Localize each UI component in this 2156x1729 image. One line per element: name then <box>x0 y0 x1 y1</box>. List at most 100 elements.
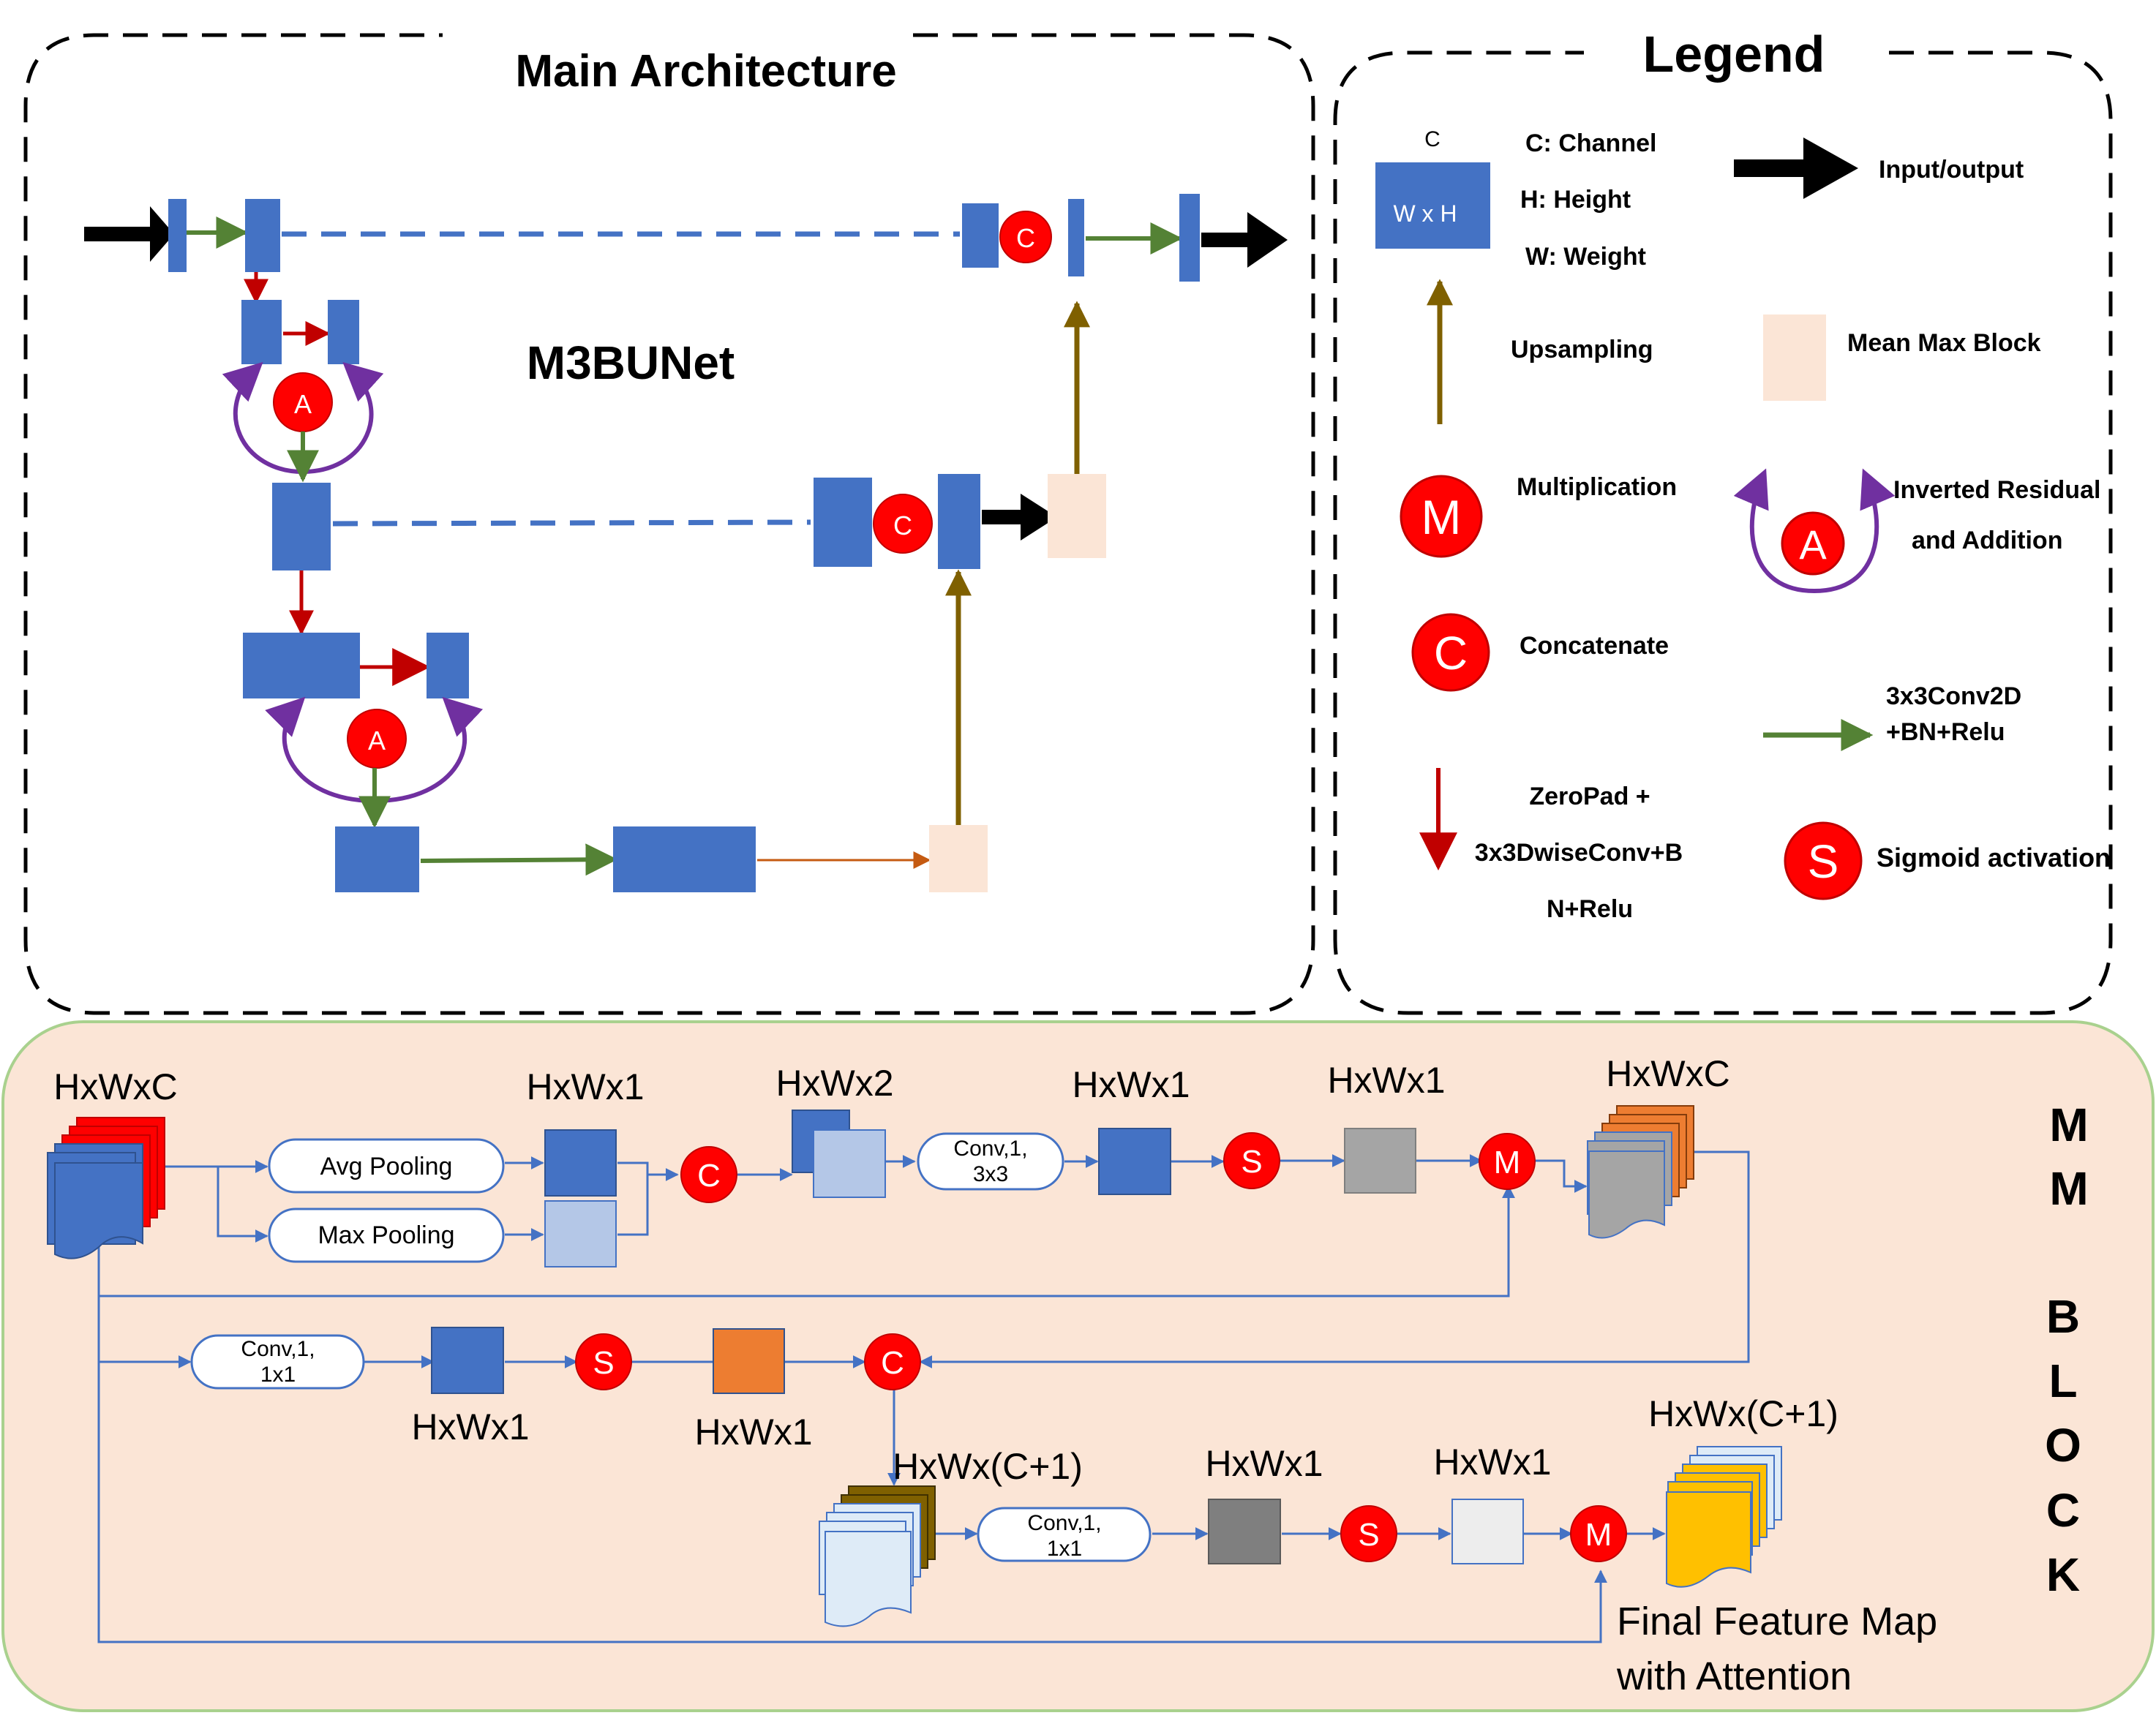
conv-3x3-node <box>917 1132 1064 1191</box>
legend-weight: W: Weight <box>1525 243 1646 271</box>
avg-pooling-node <box>268 1138 505 1194</box>
mm-mult-letter-1: M <box>1494 1145 1521 1180</box>
mm-sigmoid-letter-2: S <box>593 1345 614 1381</box>
mm-sigmoid-letter-3: S <box>1358 1517 1379 1553</box>
max-pooling-node <box>268 1208 505 1263</box>
block-out <box>1179 194 1200 282</box>
conv-1x1-node-b <box>977 1507 1152 1562</box>
legend-input-output: Input/output <box>1879 156 2024 184</box>
block-dec0-a <box>962 203 999 268</box>
mm-sigmoid-letter-1: S <box>1241 1144 1262 1180</box>
input-feature-stack <box>47 1117 165 1259</box>
final-label-line1: Final Feature Map <box>1617 1600 1937 1643</box>
avg-pooling-label: Avg Pooling <box>320 1153 453 1180</box>
mm-sigmoid-symbol-1 <box>1223 1132 1280 1189</box>
legend-sigmoid-symbol <box>1784 821 1863 900</box>
legend-attention-symbol <box>1781 511 1845 576</box>
block-dec1-b <box>938 474 980 569</box>
residual-arc-right <box>302 362 384 474</box>
dim-concat-b: HxWx(C+1) <box>893 1446 1083 1487</box>
model-name: M3BUNet <box>527 336 735 389</box>
sigmoid-b-map <box>1451 1499 1524 1564</box>
concat-label-dec0: C <box>1016 223 1035 253</box>
legend-block-inner-label: W x H <box>1393 200 1457 227</box>
mm-concat-symbol-1 <box>680 1146 737 1203</box>
block-dec1-a <box>814 478 872 567</box>
attention-label-l2: A <box>368 726 386 756</box>
conv-1x1-a-line2: 1x1 <box>260 1363 296 1387</box>
dim-final: HxWx(C+1) <box>1648 1393 1838 1434</box>
legend-residual-arc-right <box>1814 468 1896 593</box>
dim-input: HxWxC <box>53 1066 177 1107</box>
dim-sigmoid: HxWx1 <box>1327 1060 1445 1101</box>
legend-mult-symbol <box>1400 475 1483 558</box>
legend-attention-letter: A <box>1799 521 1827 568</box>
legend-upsampling: Upsampling <box>1511 336 1653 363</box>
block-l1-b <box>328 300 359 364</box>
mm-concat-letter-1: C <box>697 1158 721 1194</box>
output-arrow-head <box>1247 212 1288 268</box>
avg-pool-map <box>544 1129 617 1197</box>
dim-sig-a: HxWx1 <box>694 1412 812 1453</box>
svg-text:K: K <box>2046 1548 2080 1601</box>
legend-height: H: Height <box>1520 186 1631 214</box>
block-l0-a <box>245 199 280 272</box>
legend-sigmoid-letter: S <box>1808 835 1839 888</box>
legend-conv2d-line1: 3x3Conv2D <box>1886 682 2021 710</box>
dim-concat: HxWx2 <box>775 1063 893 1104</box>
legend-mean-max-block: Mean Max Block <box>1847 329 2041 357</box>
mm-input-arrow-head <box>1021 494 1057 540</box>
residual-arc-left <box>265 696 375 803</box>
legend-sigmoid-activation: Sigmoid activation <box>1877 843 2111 873</box>
concat-map-front <box>813 1129 886 1198</box>
concat-symbol-dec0 <box>999 211 1052 263</box>
dim-avg: HxWx1 <box>526 1066 644 1107</box>
final-feature-stack <box>1666 1446 1782 1588</box>
legend-channel: C: Channel <box>1525 129 1656 157</box>
concat-feature-stack <box>819 1485 936 1627</box>
mm-connections <box>97 1150 1750 1643</box>
main-architecture-panel: Main Architecture M3BUNet C A C <box>23 22 1315 1015</box>
input-arrow-head <box>150 206 174 262</box>
dim-conv: HxWx1 <box>1072 1064 1190 1105</box>
dim-conv-b: HxWx1 <box>1205 1443 1323 1484</box>
block-dec0-b <box>1068 199 1084 276</box>
legend-block-swatch <box>1375 162 1490 249</box>
title-backdrop <box>443 22 911 77</box>
mm-sigmoid-symbol-3 <box>1340 1505 1397 1562</box>
legend-mean-max-swatch <box>1763 314 1826 401</box>
block-l1-a <box>241 300 282 364</box>
conv-1x1-node-a <box>190 1334 365 1390</box>
legend-concat-letter: C <box>1434 627 1468 679</box>
legend-block-channel-label: C <box>1424 127 1441 151</box>
legend-zeropad-line2: 3x3DwiseConv+B <box>1475 839 1683 867</box>
mm-sigmoid-symbol-2 <box>575 1333 632 1390</box>
main-title: Main Architecture <box>515 46 896 97</box>
dim-mult: HxWxC <box>1606 1053 1729 1094</box>
sigmoid-map <box>1344 1128 1416 1194</box>
legend-mult-letter: M <box>1421 490 1462 544</box>
legend-zeropad-line1: ZeroPad + <box>1529 783 1650 810</box>
legend-zeropad-line3: N+Relu <box>1547 895 1633 923</box>
conv-b-map <box>1208 1499 1281 1564</box>
skip-connection-l1 <box>332 519 811 527</box>
svg-text:L: L <box>2048 1355 2077 1407</box>
conv-3x3-line2: 3x3 <box>973 1162 1008 1186</box>
conv-1x1-b-line1: Conv,1, <box>1027 1511 1101 1535</box>
sigmoid-a-map <box>713 1328 785 1394</box>
block-l2-out <box>335 826 419 892</box>
mm-mult-letter-2: M <box>1585 1517 1612 1553</box>
mm-mult-symbol-2 <box>1570 1505 1627 1562</box>
mm-mult-symbol-1 <box>1479 1133 1536 1190</box>
conv-1x1-b-line2: 1x1 <box>1047 1537 1082 1561</box>
legend-conv2d-line2: +BN+Relu <box>1886 718 2005 746</box>
svg-text:M: M <box>2049 1162 2088 1215</box>
block-l0-in <box>168 199 187 272</box>
conv-map <box>1098 1128 1171 1195</box>
legend-concat-symbol <box>1411 613 1490 692</box>
legend-residual-arc-left <box>1733 468 1815 593</box>
mm-concat-symbol-2 <box>864 1333 921 1390</box>
legend-concatenate: Concatenate <box>1520 632 1669 660</box>
main-panel-border <box>23 33 1315 1015</box>
